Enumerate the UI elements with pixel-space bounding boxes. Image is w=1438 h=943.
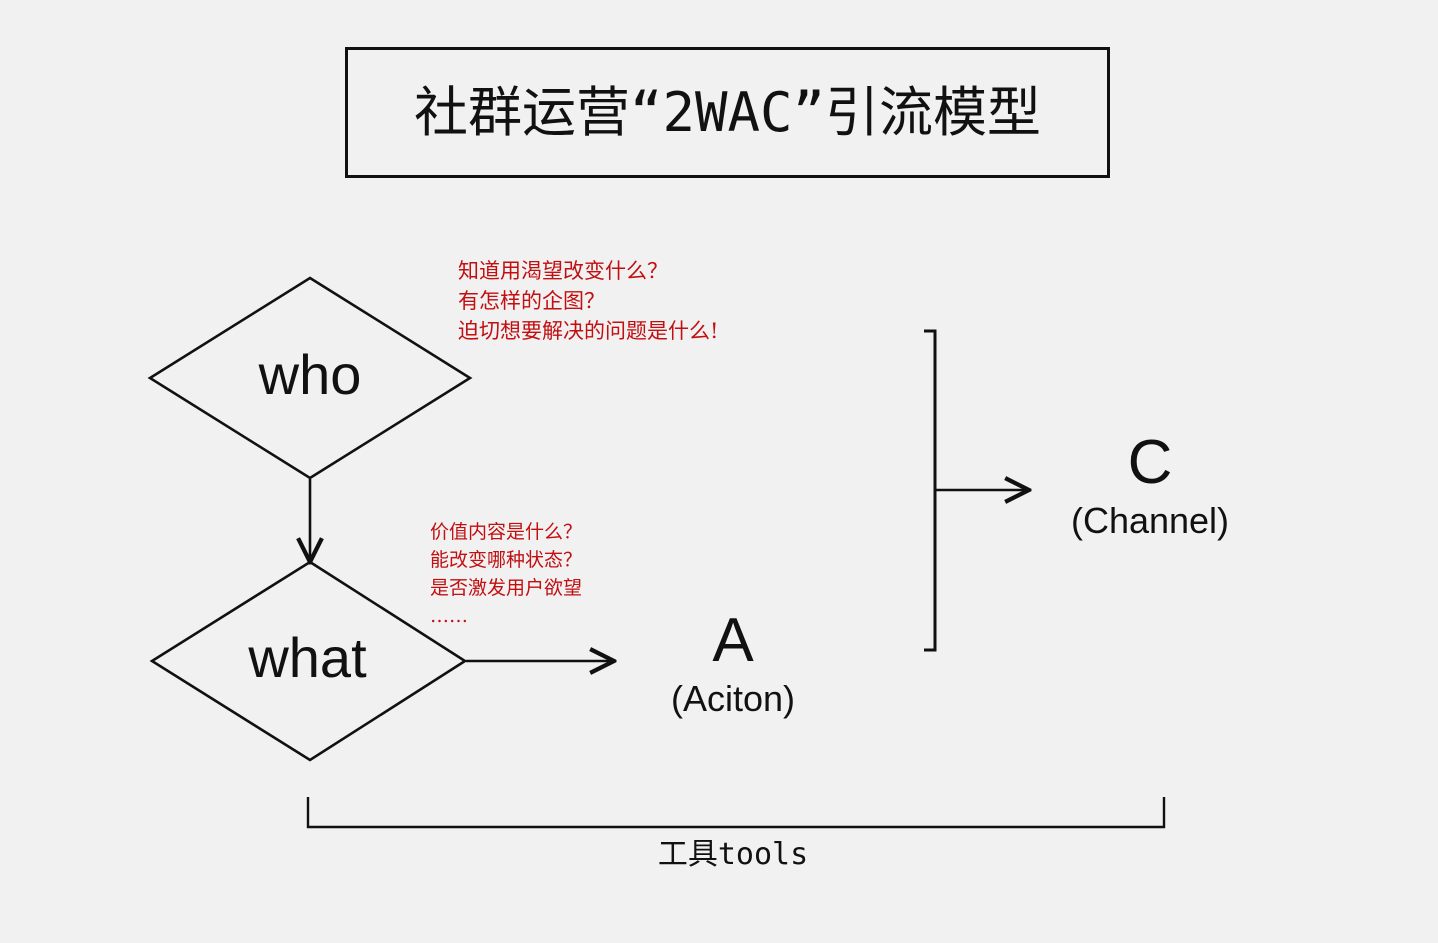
channel-group-label: C (Channel)	[1030, 428, 1270, 542]
action-letter: A	[712, 606, 754, 675]
action-sublabel: (Aciton)	[670, 678, 796, 719]
bottom-bracket	[306, 797, 1166, 829]
right-bracket	[924, 329, 937, 652]
tools-bracket-label: 工具tools	[657, 837, 809, 872]
what-diamond-shape	[149, 560, 468, 762]
who-annotation-text: 知道用渴望改变什么？ 有怎样的企图？ 迫切想要解决的问题是什么!	[458, 259, 719, 343]
what-node-label: what	[248, 626, 367, 689]
who-node-label: who	[258, 343, 362, 406]
page-title: 社群运营“2WAC”引流模型	[413, 80, 1042, 144]
who-diamond-shape	[147, 276, 473, 480]
channel-letter: C	[1127, 428, 1173, 497]
what-annotation-text: 价值内容是什么？ 能改变哪种状态？ 是否激发用户欲望 ……	[430, 521, 583, 627]
action-group-label: A (Aciton)	[613, 606, 853, 720]
channel-sublabel: (Channel)	[1070, 500, 1230, 541]
title-box: 社群运营“2WAC”引流模型	[345, 47, 1110, 178]
